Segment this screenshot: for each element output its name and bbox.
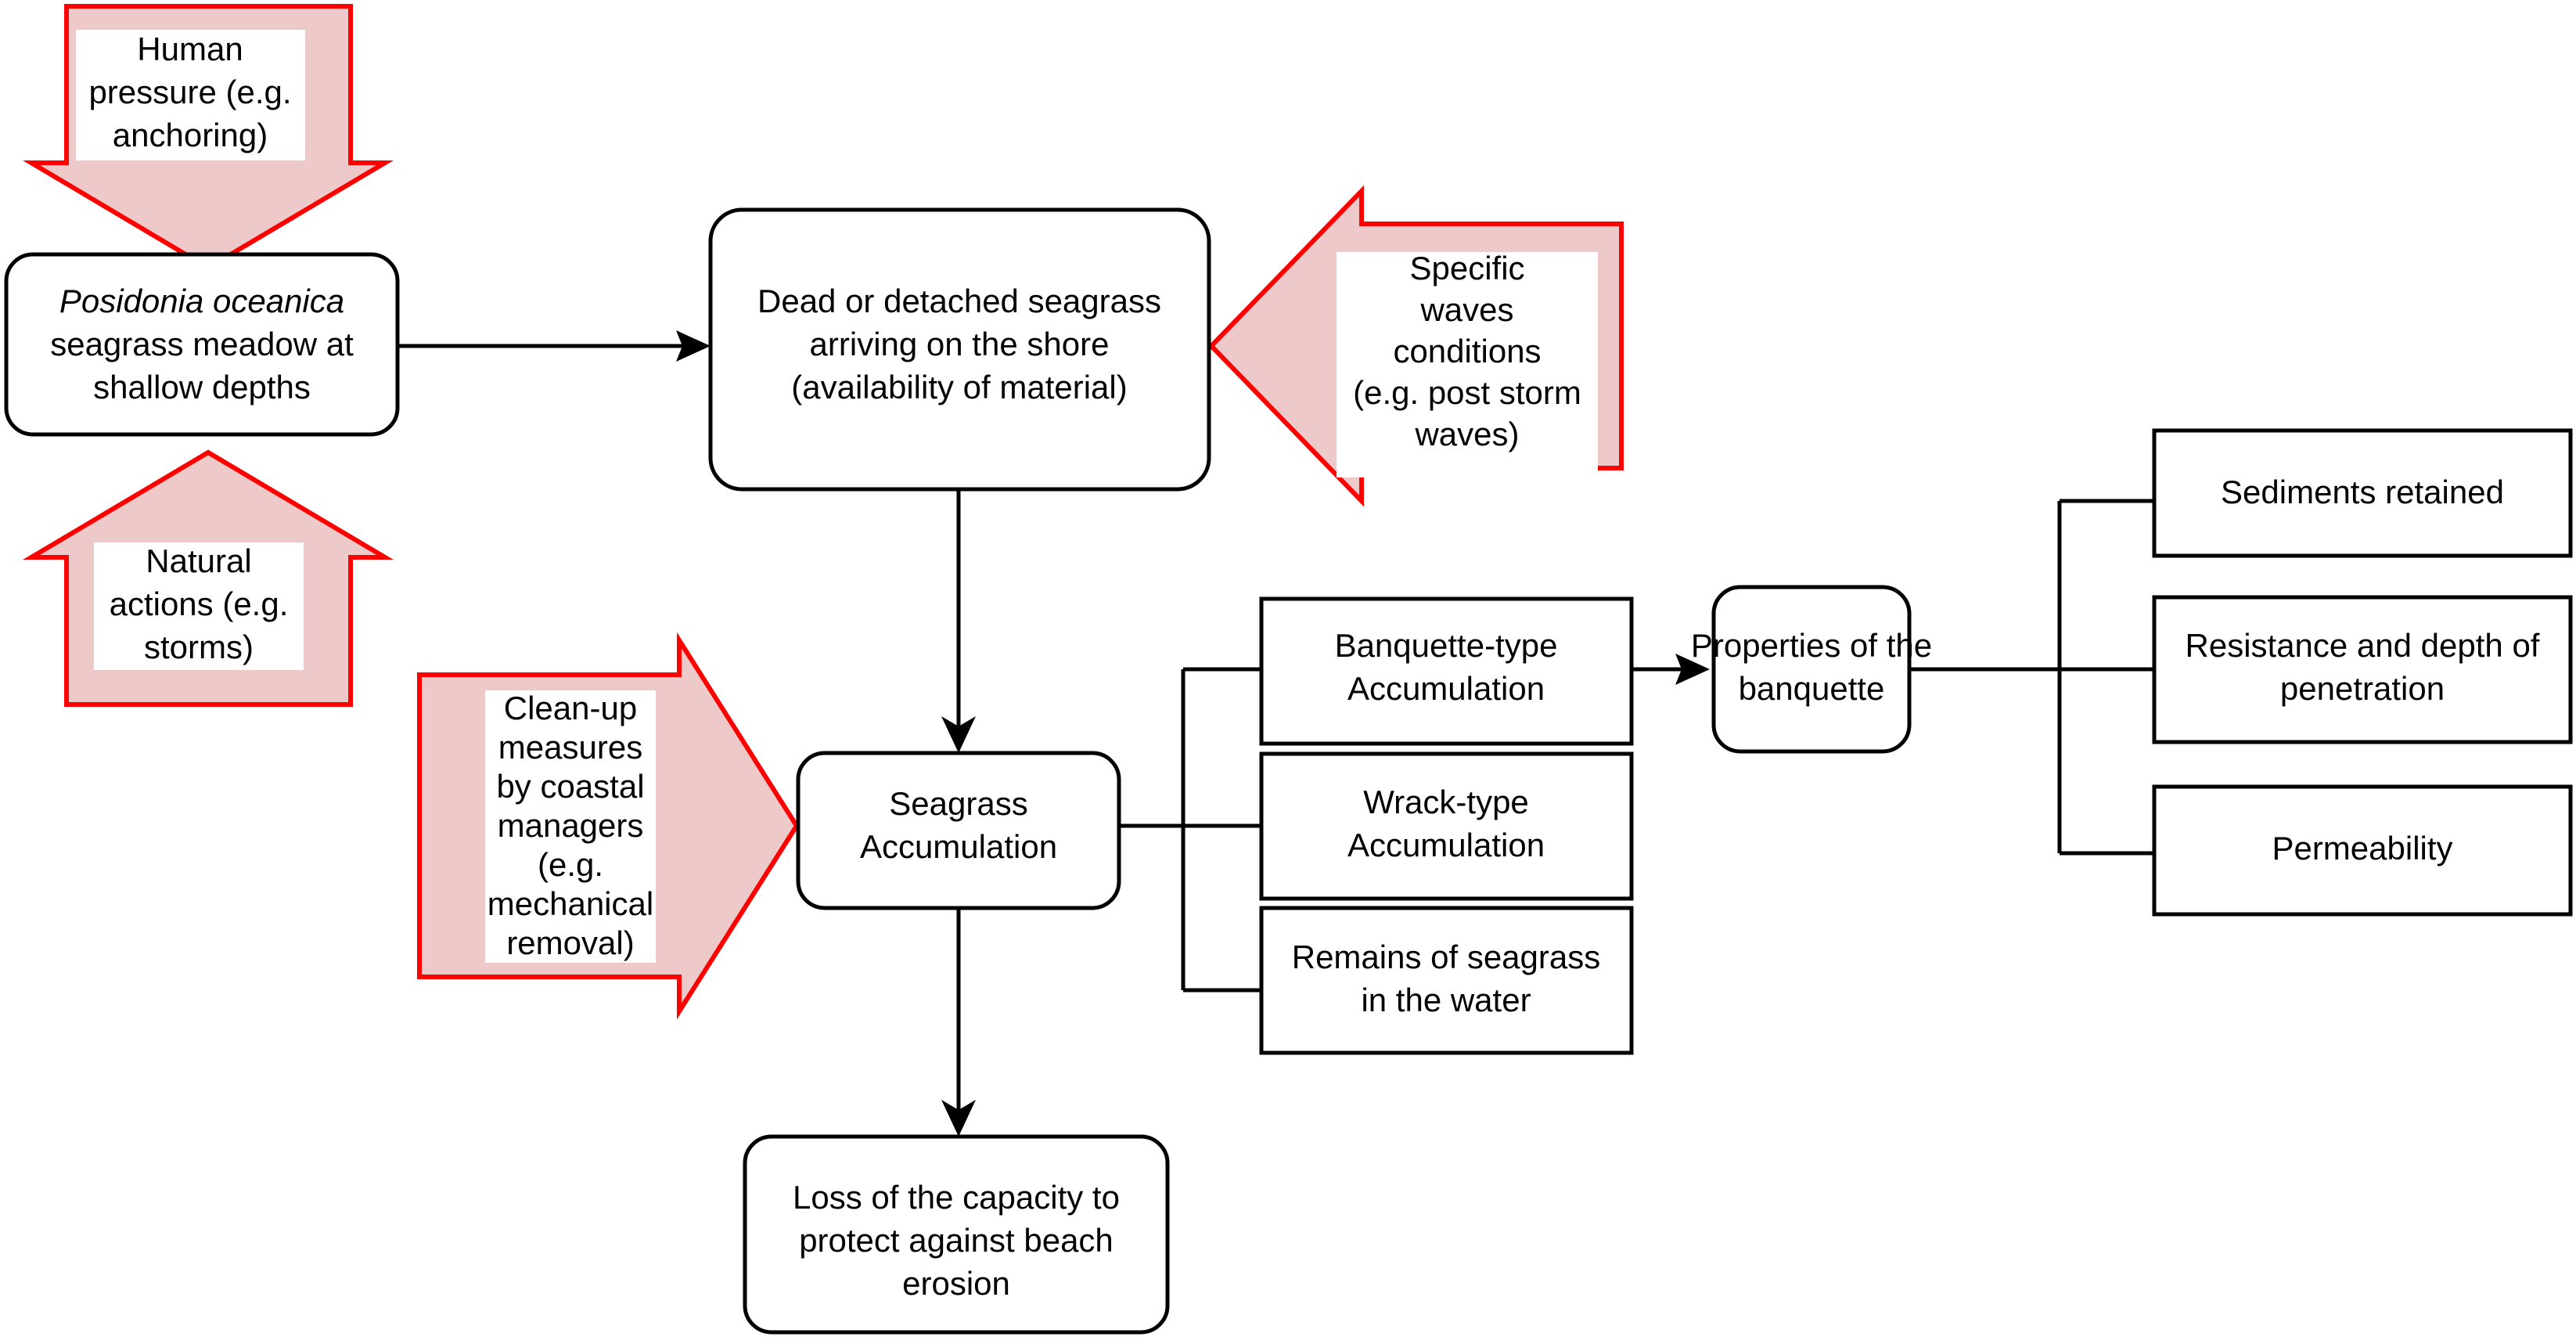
loss-line-1: protect against beach (799, 1222, 1114, 1259)
specific-waves-line-1: waves (1419, 291, 1513, 328)
node-permeability[interactable]: Permeability (2152, 784, 2573, 917)
dead-seagrass-line-2: (availability of material) (791, 369, 1127, 405)
wrack-type-line-1: Accumulation (1347, 827, 1545, 863)
natural-actions-arrow: Natural actions (e.g. storms) (23, 449, 394, 707)
node-properties-of-the-banquette[interactable]: Properties of the banquette (1691, 585, 1932, 754)
node-banquette-type-accumulation[interactable]: Banquette-type Accumulation (1259, 596, 1634, 746)
specific-waves-line-0: Specific (1409, 250, 1524, 286)
clean-up-measures-arrow: Clean-up measures by coastal managers (e… (417, 632, 800, 1020)
node-resistance-and-depth-of-penetration[interactable]: Resistance and depth of penetration (2152, 595, 2573, 744)
node-dead-or-detached-seagrass[interactable]: Dead or detached seagrass arriving on th… (708, 207, 1211, 492)
specific-waves-line-3: (e.g. post storm (1353, 374, 1581, 411)
clean-up-line-6: removal) (506, 924, 634, 961)
banquette-type-line-1: Accumulation (1347, 670, 1545, 707)
natural-actions-line-1: actions (e.g. (110, 586, 289, 622)
human-pressure-arrow: Human pressure (e.g. anchoring) (23, 4, 394, 271)
banquette-type-line-0: Banquette-type (1335, 627, 1558, 664)
clean-up-line-1: measures (498, 729, 642, 766)
clean-up-line-2: by coastal (496, 768, 644, 805)
node-seagrass-accumulation[interactable]: Seagrass Accumulation (796, 751, 1121, 910)
human-pressure-line-1: pressure (e.g. (88, 74, 291, 110)
connectors-layer (398, 330, 2154, 1137)
edge-meadow-to-dead-seagrass (398, 330, 711, 362)
node-sediments-retained[interactable]: Sediments retained (2152, 428, 2573, 558)
seagrass-accumulation-line-0: Seagrass (889, 785, 1027, 822)
node-remains-of-seagrass-in-the-water[interactable]: Remains of seagrass in the water (1259, 906, 1634, 1055)
specific-waves-line-4: waves) (1414, 416, 1519, 452)
specific-waves-line-2: conditions (1393, 333, 1541, 369)
node-wrack-type-accumulation[interactable]: Wrack-type Accumulation (1259, 751, 1634, 901)
permeability-line-0: Permeability (2272, 830, 2452, 867)
resistance-line-1: penetration (2280, 670, 2445, 707)
posidonia-meadow-line-1: seagrass meadow at (50, 326, 354, 362)
human-pressure-line-2: anchoring) (113, 117, 268, 153)
edge-dead-seagrass-to-accumulation (941, 489, 976, 753)
clean-up-line-4: (e.g. (538, 846, 603, 883)
node-loss-of-capacity[interactable]: Loss of the capacity to protect against … (743, 1134, 1170, 1335)
dead-seagrass-line-0: Dead or detached seagrass (757, 283, 1161, 319)
dead-seagrass-line-1: arriving on the shore (810, 326, 1110, 362)
natural-actions-line-2: storms) (144, 629, 254, 665)
clean-up-line-5: mechanical (487, 885, 653, 922)
sediments-line-0: Sediments retained (2221, 474, 2504, 510)
edge-accumulation-to-types (1119, 667, 1261, 993)
remains-line-0: Remains of seagrass (1292, 939, 1601, 975)
posidonia-meadow-line-0: Posidonia oceanica (59, 283, 344, 319)
resistance-line-0: Resistance and depth of (2186, 627, 2540, 664)
seagrass-accumulation-line-1: Accumulation (860, 828, 1057, 865)
human-pressure-line-0: Human (137, 31, 243, 67)
properties-line-1: banquette (1739, 670, 1885, 707)
specific-waves-conditions-arrow: Specific waves conditions (e.g. post sto… (1207, 185, 1624, 507)
posidonia-meadow-line-2: shallow depths (93, 369, 311, 405)
wrack-type-line-0: Wrack-type (1363, 784, 1529, 820)
edge-properties-to-attributes (1909, 499, 2154, 856)
properties-line-0: Properties of the (1691, 627, 1932, 664)
node-posidonia-meadow[interactable]: Posidonia oceanica seagrass meadow at sh… (4, 252, 400, 437)
clean-up-line-3: managers (498, 807, 644, 844)
natural-actions-line-0: Natural (146, 542, 251, 579)
edge-accumulation-to-loss (941, 908, 976, 1137)
remains-line-1: in the water (1361, 982, 1531, 1018)
clean-up-line-0: Clean-up (504, 690, 637, 726)
edge-banquette-type-to-properties (1632, 654, 1710, 685)
loss-line-2: erosion (902, 1265, 1010, 1302)
loss-line-0: Loss of the capacity to (793, 1179, 1120, 1216)
